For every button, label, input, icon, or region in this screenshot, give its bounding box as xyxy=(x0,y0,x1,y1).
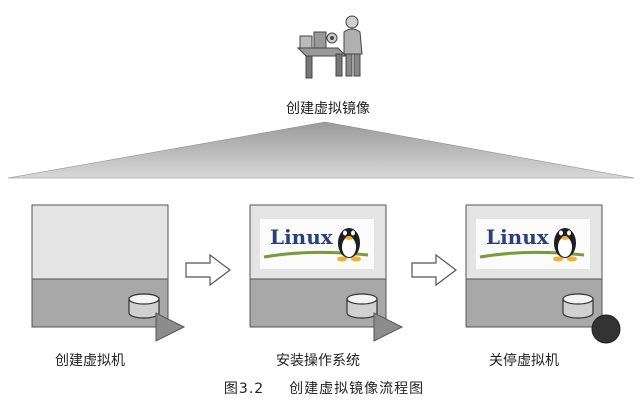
figure-number: 图3.2 xyxy=(223,381,265,397)
figure-title: 创建虚拟镜像流程图 xyxy=(289,381,425,397)
arrow-right-icon xyxy=(185,253,231,287)
stop-marker-icon xyxy=(591,314,621,344)
play-marker-icon xyxy=(373,312,404,342)
tux-penguin-icon xyxy=(553,228,577,262)
os-logo-text: Linux xyxy=(486,225,549,249)
stage-label-create-vm: 创建虚拟机 xyxy=(55,353,125,369)
vm-screen xyxy=(31,204,186,342)
stage-shutdown-vm: Linux xyxy=(465,204,621,344)
top-label: 创建虚拟镜像 xyxy=(286,101,370,117)
disk-icon xyxy=(562,293,594,319)
disk-icon xyxy=(346,293,378,319)
arrow-right-icon xyxy=(411,253,457,287)
tux-penguin-icon xyxy=(337,228,361,262)
os-logo-text: Linux xyxy=(270,225,333,249)
figure-caption: 图3.2 创建虚拟镜像流程图 xyxy=(224,378,424,398)
stage-create-vm xyxy=(31,204,186,342)
stage-label-shutdown-vm: 关停虚拟机 xyxy=(489,353,559,369)
play-marker-icon xyxy=(155,312,186,342)
stage-install-os: Linux xyxy=(249,204,404,342)
stage-label-install-os: 安装操作系统 xyxy=(276,353,360,369)
disk-icon xyxy=(128,293,160,319)
fan-shape xyxy=(7,121,635,179)
worker-at-workbench-icon xyxy=(296,15,363,79)
